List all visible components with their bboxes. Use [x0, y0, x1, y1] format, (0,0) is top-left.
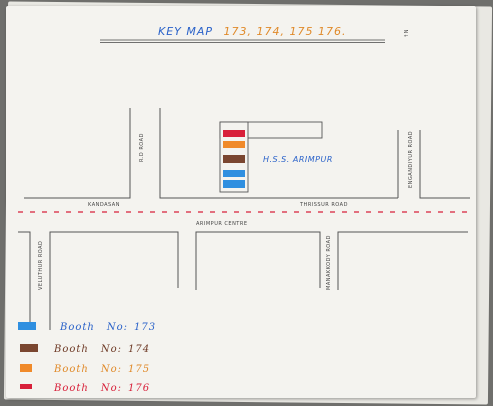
road-edge-right-b	[419, 130, 470, 199]
title-prefix: KEY MAP	[158, 25, 213, 38]
corner-note: ↑N	[404, 29, 410, 38]
paper-sheet	[6, 6, 476, 398]
road-label-upper-right: ENGANDIYUR ROAD	[408, 131, 414, 188]
title-booths: 173, 174, 175 176.	[224, 25, 347, 38]
booth-marker-176	[223, 130, 245, 137]
road-edge-lower-right	[337, 231, 468, 290]
booth-marker-175	[223, 141, 245, 148]
road-label-thrissur: THRISSUR ROAD	[299, 202, 348, 208]
road-label-lower-left: VELUTHUR ROAD	[38, 241, 44, 290]
legend-swatch	[20, 344, 38, 352]
road-edge-upper-mid	[159, 108, 398, 199]
legend-swatch	[20, 384, 32, 389]
school-label: H.S.S. ARIMPUR	[263, 155, 333, 164]
lower-roads	[18, 231, 468, 330]
road-edge-lower-mid	[195, 231, 321, 290]
booth-marker-173	[223, 170, 245, 177]
road-edge-lower-left-b	[49, 231, 179, 330]
road-label-lower-right: MANAKKODY ROAD	[326, 235, 332, 290]
road-edge-upper-left	[24, 108, 131, 199]
legend-swatch	[20, 364, 32, 372]
map-title: KEY MAP 173, 174, 175 176.	[158, 25, 347, 38]
road-label-upper-left: R.D ROAD	[139, 133, 145, 162]
upper-roads	[24, 108, 470, 199]
booth-marker-extra	[223, 180, 245, 188]
legend-swatch	[18, 322, 36, 330]
booth-marker-174	[223, 155, 245, 163]
road-label-kandassan: KANDASAN	[88, 202, 120, 208]
road-edge-lower-left-a	[18, 231, 31, 330]
road-label-centre: ARIMPUR CENTRE	[196, 221, 248, 227]
